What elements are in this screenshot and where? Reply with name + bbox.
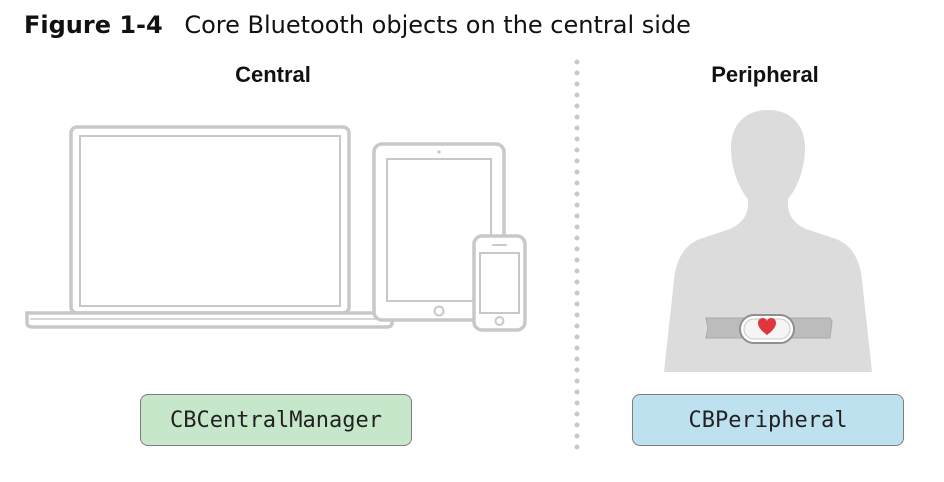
peripheral-heading: Peripheral xyxy=(711,62,819,87)
person-silhouette xyxy=(664,110,872,372)
cb-central-manager-box: CBCentralManager xyxy=(140,394,412,446)
central-heading: Central xyxy=(235,62,311,87)
heart-icon xyxy=(758,318,776,335)
figure-number: Figure 1-4 xyxy=(24,11,163,39)
tablet-icon xyxy=(372,142,506,322)
heart-rate-strap-icon xyxy=(705,314,833,344)
laptop-icon xyxy=(25,125,394,329)
figure-title: Core Bluetooth objects on the central si… xyxy=(184,11,691,39)
figure-caption: Figure 1-4 Core Bluetooth objects on the… xyxy=(24,8,691,42)
phone-icon xyxy=(472,234,527,332)
cb-peripheral-box: CBPeripheral xyxy=(632,394,904,446)
